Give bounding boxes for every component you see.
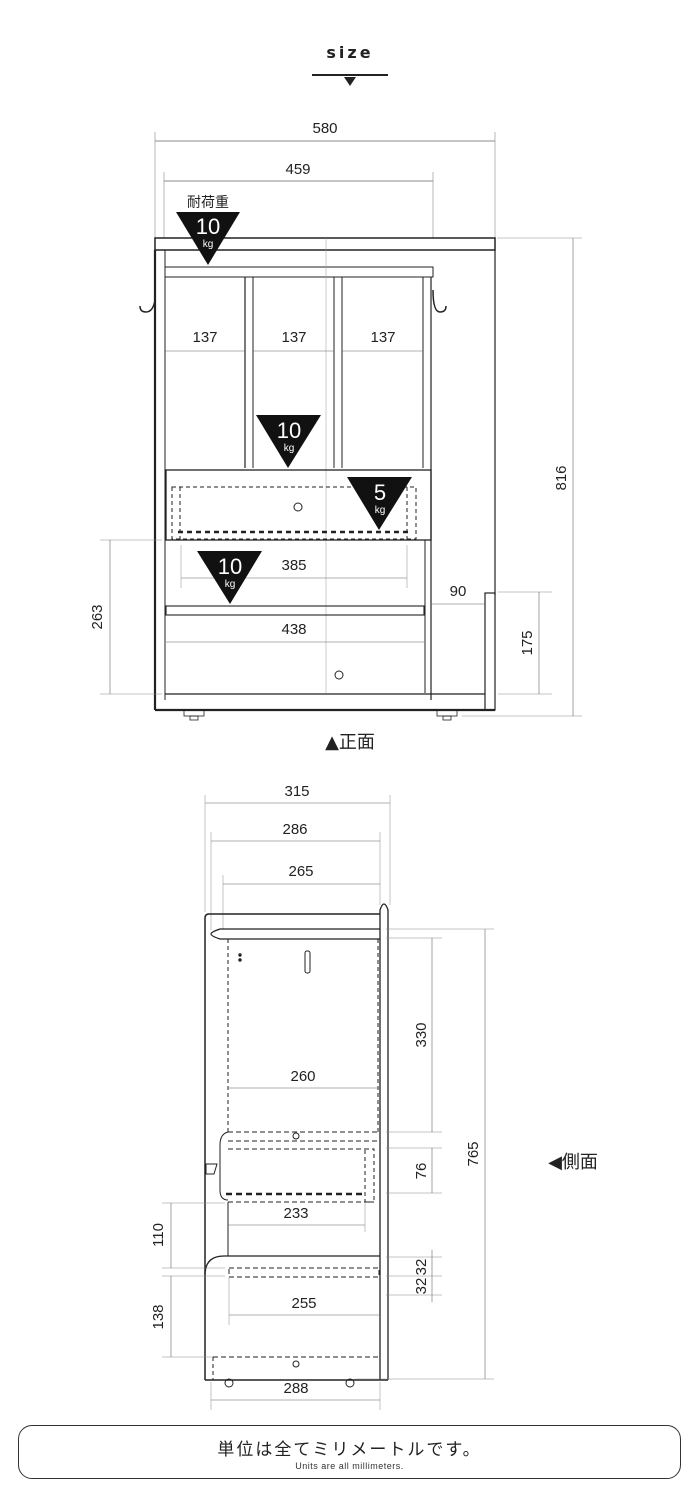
- front-view: [100, 132, 582, 721]
- svg-text:kg: kg: [203, 239, 214, 250]
- dim-drawer-inner-width: 385: [281, 557, 306, 574]
- svg-text:10: 10: [218, 554, 242, 579]
- dim-side-rail-height: 175: [519, 630, 536, 655]
- front-view-label: ▲正面: [325, 732, 375, 753]
- load-badge-top: 10 kg: [176, 212, 240, 265]
- dim-bottom-width: 438: [281, 621, 306, 638]
- chevron-down-icon: [344, 77, 356, 86]
- load-caption: 耐荷重: [187, 195, 229, 211]
- dim-gap-height: 110: [150, 1223, 167, 1247]
- dim-overall-width: 580: [312, 120, 337, 137]
- units-note: 単位は全てミリメートルです。 Units are all millimeters…: [18, 1425, 681, 1479]
- dim-overall-height: 816: [553, 465, 570, 490]
- units-note-jp: 単位は全てミリメートルです。: [217, 1440, 482, 1460]
- dim-lower-height: 138: [150, 1304, 167, 1329]
- dim-shelf-spacing-b: 32: [413, 1278, 430, 1295]
- svg-text:5: 5: [374, 480, 386, 505]
- dim-compartment-1: 137: [192, 329, 217, 346]
- dim-drawer-height: 76: [413, 1163, 430, 1180]
- dim-side-opening: 90: [450, 583, 467, 600]
- side-view-label: ◀側面: [548, 1152, 598, 1173]
- dim-upper-inner-depth: 260: [290, 1068, 315, 1085]
- svg-text:kg: kg: [284, 443, 295, 454]
- units-note-en: Units are all millimeters.: [295, 1461, 404, 1471]
- dim-depth-286: 286: [282, 821, 307, 838]
- dim-overall-depth: 315: [284, 783, 309, 800]
- load-badge-lower: 10 kg: [197, 551, 262, 604]
- size-title: size: [326, 43, 373, 62]
- dim-compartment-2: 137: [281, 329, 306, 346]
- side-view: [162, 795, 494, 1410]
- dim-lower-height: 263: [89, 604, 106, 629]
- dimension-drawing: size: [89, 43, 598, 1410]
- svg-text:kg: kg: [225, 579, 236, 590]
- load-badge-drawer: 5 kg: [347, 477, 412, 530]
- svg-text:10: 10: [277, 418, 301, 443]
- dim-side-overall-height: 765: [465, 1141, 482, 1166]
- dim-compartment-3: 137: [370, 329, 395, 346]
- dim-depth-265: 265: [288, 863, 313, 880]
- dim-upper-height: 330: [413, 1022, 430, 1047]
- dim-base-depth: 288: [283, 1380, 308, 1397]
- load-badge-middle: 10 kg: [256, 415, 321, 468]
- svg-text:kg: kg: [375, 505, 386, 516]
- dim-shelf-spacing-a: 32: [413, 1259, 430, 1276]
- dim-top-inner-width: 459: [285, 161, 310, 178]
- dim-lower-inner-depth: 255: [291, 1295, 316, 1312]
- svg-text:10: 10: [196, 214, 220, 239]
- dim-drawer-depth: 233: [283, 1205, 308, 1222]
